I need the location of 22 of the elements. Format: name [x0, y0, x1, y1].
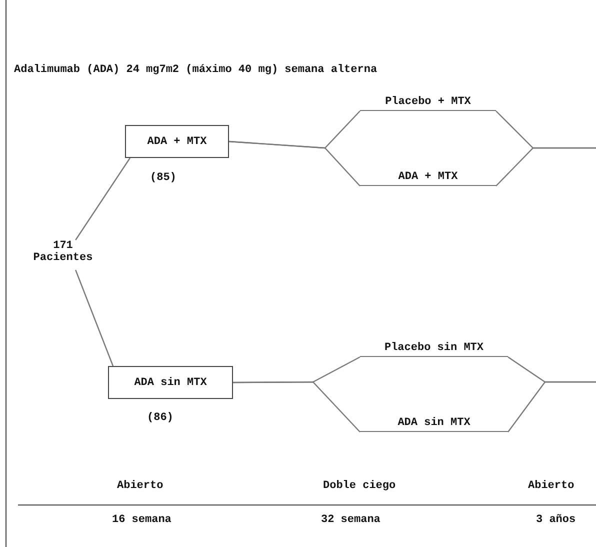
connector-line [496, 147, 596, 186]
phase-label: Doble ciego [323, 480, 396, 492]
patient-count-text: 171 Pacientes [28, 240, 98, 264]
group-size-text: (86) [147, 412, 174, 424]
connector-line [75, 158, 130, 240]
treatment-arm-label: ADA + MTX [360, 171, 496, 186]
treatment-box: ADA + MTX [125, 125, 229, 158]
connector-line [508, 381, 596, 432]
connector-line [233, 381, 360, 432]
treatment-arm-label: Placebo sin MTX [360, 342, 508, 357]
title: Adalimumab (ADA) 24 mg7m2 (máximo 40 mg) semana alterna [14, 64, 378, 76]
connector-line [75, 270, 114, 366]
connector-line [228, 140, 360, 186]
treatment-arm-label: ADA sin MTX [360, 417, 508, 432]
phase-label: Abierto [117, 480, 164, 492]
phase-label: Abierto [528, 480, 574, 492]
duration-label: 3 años [536, 514, 576, 526]
duration-label: 16 semana [112, 514, 172, 526]
group-size-text: (85) [150, 172, 176, 184]
duration-label: 32 semana [321, 514, 380, 526]
treatment-box: ADA sin MTX [108, 366, 233, 399]
treatment-arm-label: Placebo + MTX [360, 96, 496, 111]
